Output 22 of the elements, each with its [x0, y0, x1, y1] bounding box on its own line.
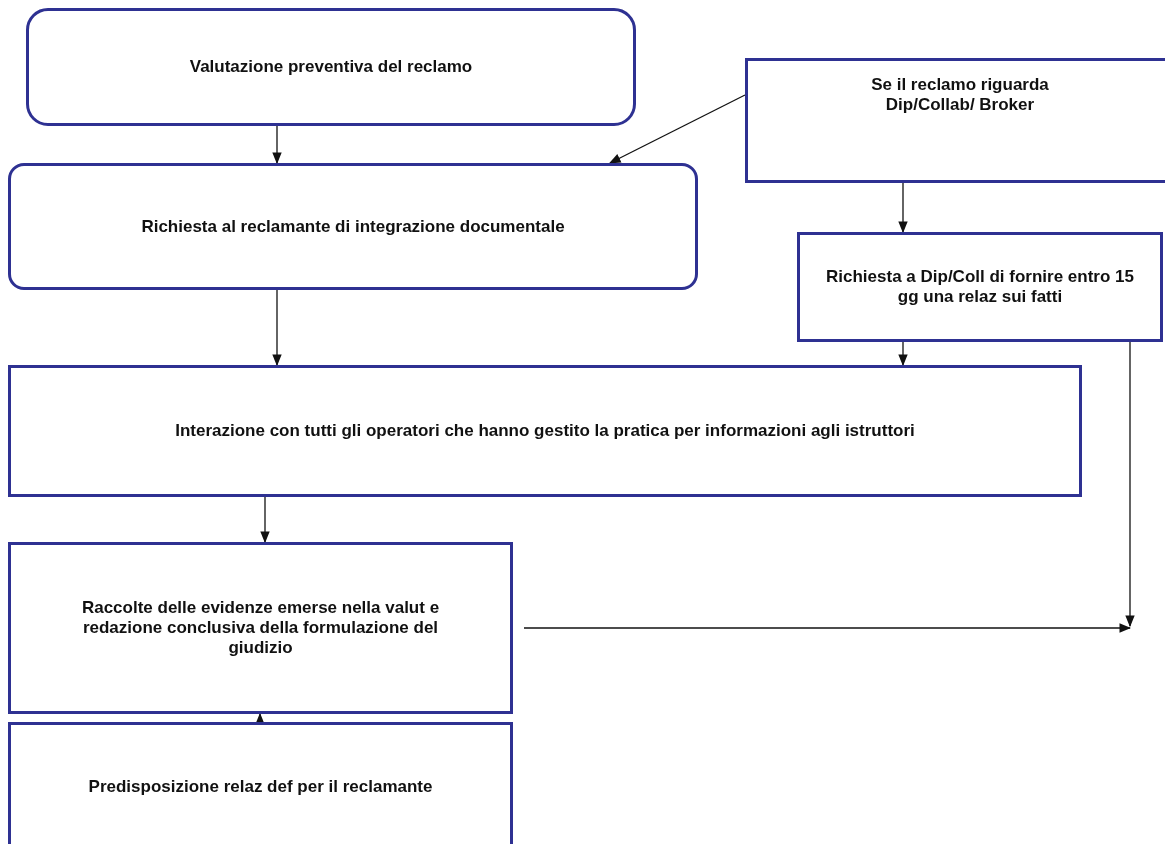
arrow: [523, 623, 1132, 633]
arrow: [898, 182, 908, 234]
box-text: Predisposizione relaz def per il reclamante: [88, 777, 433, 797]
rounded-process-box: [8, 163, 698, 290]
process-box: [797, 232, 1163, 342]
rounded-process-box: [26, 8, 636, 126]
box-text: Valutazione preventiva del reclamo: [189, 57, 473, 77]
process-box: [745, 58, 1165, 183]
arrow: [272, 125, 282, 165]
box-text: Se il reclamo riguarda Dip/Collab/ Broker: [870, 75, 1050, 115]
box-text: Richiesta a Dip/Coll di fornire entro 15 gg una relaz sui fatti: [825, 267, 1135, 307]
process-box: [8, 722, 513, 844]
box-text: Interazione con tutti gli operatori che hanno gestito la pratica per informazioni agli istruttori: [175, 421, 915, 441]
process-box: [8, 365, 1082, 497]
arrow: [608, 94, 746, 164]
process-box: [8, 542, 513, 714]
box-text: Raccolte delle evidenze emerse nella valut e redazione conclusiva della formulazione del giudizio: [80, 598, 441, 658]
arrow: [1125, 341, 1135, 628]
arrow: [260, 496, 270, 544]
box-text: Richiesta al reclamante di integrazione documentale: [141, 216, 565, 237]
arrow: [272, 289, 282, 367]
arrow: [898, 341, 908, 367]
